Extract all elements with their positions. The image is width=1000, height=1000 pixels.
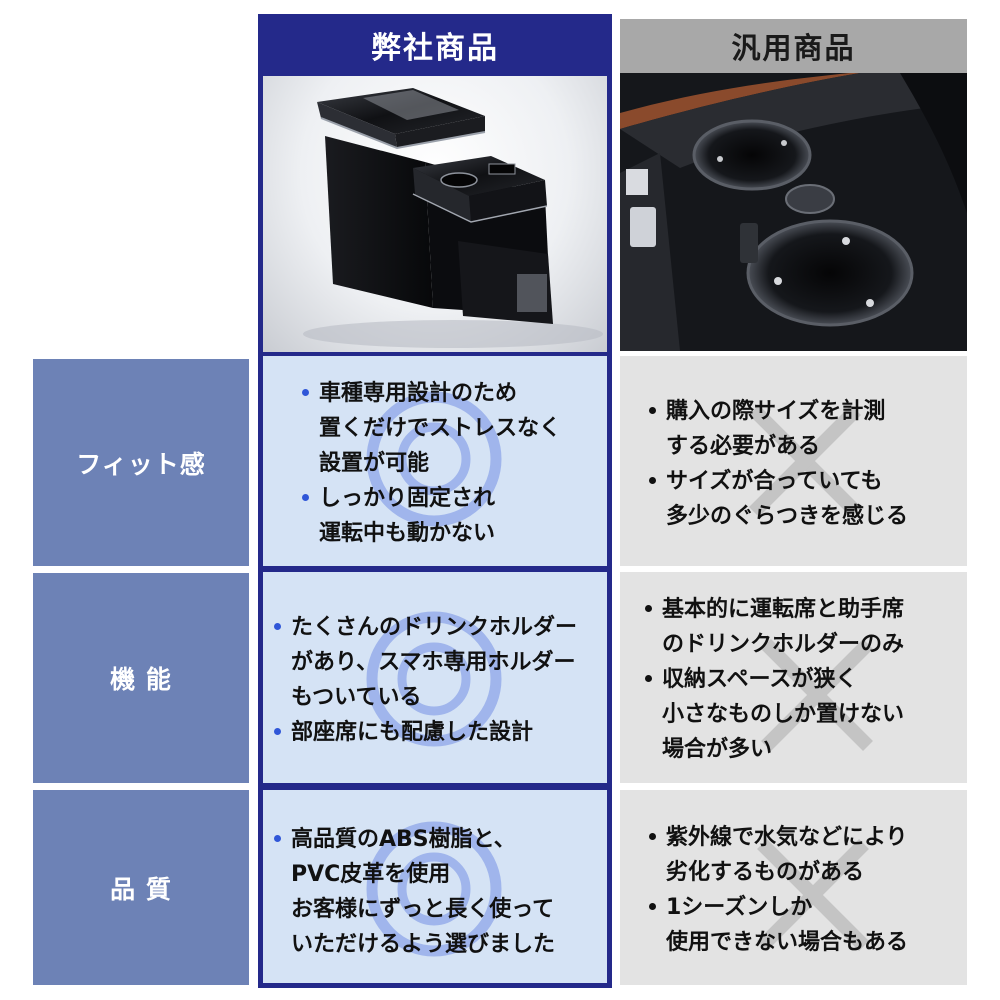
list-item: 部座席にも配慮した設計 <box>273 715 577 750</box>
generic-product-header: 汎用商品 <box>620 19 967 73</box>
list-item: 基本的に運転席と助手席 のドリンクホルダーのみ <box>644 592 904 662</box>
generic-product-cell-fit: 購入の際サイズを計測 する必要がある サイズが合っていても 多少のぐらつきを感じ… <box>620 356 967 566</box>
our-product-header: 弊社商品 <box>258 14 612 76</box>
row-label-function: 機 能 <box>33 573 249 783</box>
generic-fit-bullets: 購入の際サイズを計測 する必要がある サイズが合っていても 多少のぐらつきを感じ… <box>648 394 908 534</box>
list-item: 紫外線で水気などにより 劣化するものがある <box>648 820 908 890</box>
double-circle-icon <box>366 821 502 957</box>
double-circle-icon <box>366 391 502 527</box>
list-item: たくさんのドリンクホルダー があり、スマホ専用ホルダー もついている <box>273 610 577 715</box>
our-fit-bullets: 車種専用設計のため 置くだけでストレスなく 設置が可能 しっかり固定され 運転中… <box>301 376 561 551</box>
list-item: 収納スペースが狭く 小さなものしか置けない 場合が多い <box>644 662 904 767</box>
row-label-fit: フィット感 <box>33 359 249 566</box>
cross-mark-icon <box>761 639 873 751</box>
cup-holder-illustration <box>620 73 967 351</box>
list-item: 高品質のABS樹脂と、 PVC皮革を使用 お客様にずっと長く使って いただけるよ… <box>273 822 555 962</box>
row-label-quality: 品 質 <box>33 790 249 985</box>
generic-quality-bullets: 紫外線で水気などにより 劣化するものがある 1シーズンしか 使用できない場合もあ… <box>648 820 908 960</box>
our-product-cell-function: たくさんのドリンクホルダー があり、スマホ専用ホルダー もついている 部座席にも… <box>263 572 607 783</box>
double-circle-icon <box>366 611 502 747</box>
list-item: サイズが合っていても 多少のぐらつきを感じる <box>648 464 908 534</box>
list-item: 購入の際サイズを計測 する必要がある <box>648 394 908 464</box>
cross-mark-icon <box>749 405 861 517</box>
generic-product-cell-quality: 紫外線で水気などにより 劣化するものがある 1シーズンしか 使用できない場合もあ… <box>620 790 967 985</box>
cross-mark-icon <box>757 839 869 951</box>
list-item: しっかり固定され 運転中も動かない <box>301 481 561 551</box>
our-quality-bullets: 高品質のABS樹脂と、 PVC皮革を使用 お客様にずっと長く使って いただけるよ… <box>273 822 555 962</box>
generic-function-bullets: 基本的に運転席と助手席 のドリンクホルダーのみ 収納スペースが狭く 小さなものし… <box>644 592 904 767</box>
console-box-illustration <box>303 88 603 348</box>
list-item: 1シーズンしか 使用できない場合もある <box>648 890 908 960</box>
generic-product-image <box>620 73 967 351</box>
our-product-cell-quality: 高品質のABS樹脂と、 PVC皮革を使用 お客様にずっと長く使って いただけるよ… <box>263 790 607 983</box>
generic-product-cell-function: 基本的に運転席と助手席 のドリンクホルダーのみ 収納スペースが狭く 小さなものし… <box>620 572 967 783</box>
list-item: 車種専用設計のため 置くだけでストレスなく 設置が可能 <box>301 376 561 481</box>
our-product-cell-fit: 車種専用設計のため 置くだけでストレスなく 設置が可能 しっかり固定され 運転中… <box>263 356 607 566</box>
our-function-bullets: たくさんのドリンクホルダー があり、スマホ専用ホルダー もついている 部座席にも… <box>273 610 577 750</box>
our-product-image <box>263 76 607 352</box>
